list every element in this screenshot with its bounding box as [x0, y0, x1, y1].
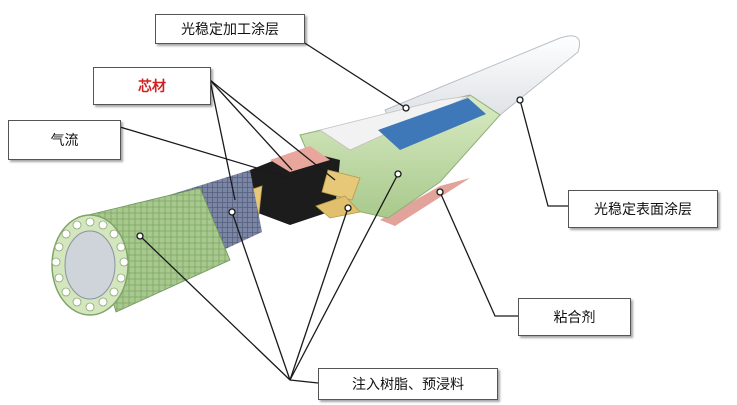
- core-pink-face: [270, 146, 330, 172]
- leader-resin-1: [139, 235, 291, 381]
- tube-end-inner: [64, 230, 116, 300]
- leader-adhesive: [439, 191, 518, 317]
- leader-resin-dot-3: [344, 204, 352, 212]
- tan-core-piece-2: [315, 195, 361, 219]
- tube-end-holes: [51, 217, 129, 312]
- label-adhesive: 粘合剂: [518, 298, 631, 336]
- leader-process-coating: [299, 39, 407, 109]
- process-coating-band: [319, 95, 471, 151]
- label-infused-resin-prepreg: 注入树脂、预浸料: [318, 368, 498, 400]
- leader-core-3: [209, 79, 336, 181]
- leader-resin-5: [289, 379, 319, 384]
- adhesive-layer: [380, 178, 470, 226]
- leader-core-2: [209, 79, 293, 171]
- label-core-material: 芯材: [93, 67, 211, 105]
- leader-core-1: [209, 79, 236, 201]
- leader-resin-dot-2: [228, 208, 236, 216]
- leader-resin-2: [231, 211, 291, 381]
- leader-process-coating-dot: [402, 104, 410, 112]
- label-airflow: 气流: [8, 120, 121, 160]
- leader-surface-coating-dot: [516, 96, 524, 104]
- leader-airflow: [119, 126, 291, 179]
- leader-resin-3: [289, 207, 349, 381]
- leader-surface-coating: [519, 99, 568, 207]
- label-light-stable-process-coating: 光稳定加工涂层: [155, 14, 305, 44]
- blue-strip: [378, 98, 486, 150]
- label-light-stable-surface-coating: 光稳定表面涂层: [568, 190, 718, 228]
- leader-lines: [119, 39, 568, 384]
- leader-resin-dot-1: [136, 232, 144, 240]
- leader-resin-dot-4: [394, 170, 402, 178]
- leader-adhesive-dot: [436, 188, 444, 196]
- leader-resin-4: [289, 173, 399, 381]
